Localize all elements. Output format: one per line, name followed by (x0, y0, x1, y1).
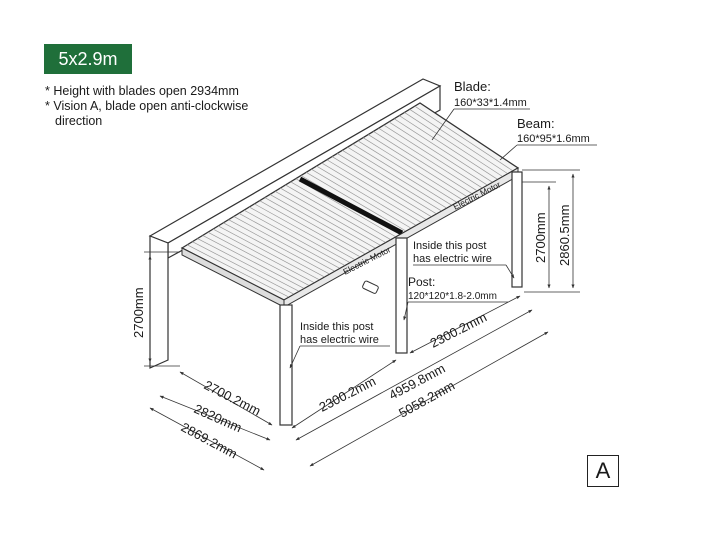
blade-line (368, 134, 468, 197)
blade-line (305, 172, 407, 232)
beam-label: Beam: (517, 116, 555, 131)
blade-line (264, 197, 366, 255)
remote-icon (362, 280, 379, 294)
post-right (511, 171, 523, 288)
dim-wall-height: 2700mm (131, 251, 180, 367)
svg-text:2860.5mm: 2860.5mm (557, 205, 572, 266)
blade-line (254, 203, 356, 261)
blade-line (347, 146, 447, 209)
blade-line (259, 200, 361, 258)
beam-label-group: Beam: 160*95*1.6mm (499, 116, 597, 161)
notes: * Height with blades open 2934mm * Visio… (45, 84, 248, 129)
blade-line (352, 143, 453, 206)
post-wire-note-left: Inside this post has electric wire (289, 321, 390, 369)
blade-label: Blade: (454, 79, 491, 94)
note-vision-cont: direction (55, 114, 103, 128)
svg-text:Inside this post: Inside this post (413, 240, 486, 252)
blade-line (378, 127, 478, 192)
blade-spec: 160*33*1.4mm (454, 97, 527, 109)
blade-line (321, 162, 422, 223)
post-label: Post: (408, 275, 435, 289)
blade-line (197, 238, 300, 292)
blade-line (290, 181, 392, 241)
svg-text:2300.2mm: 2300.2mm (317, 373, 379, 414)
blade-line (202, 235, 305, 289)
blade-line (388, 121, 488, 186)
svg-text:2700mm: 2700mm (131, 287, 146, 338)
note-vision: * Vision A, blade open anti-clockwise (45, 99, 249, 113)
blade-line (342, 149, 442, 212)
blade-line (192, 241, 295, 295)
blade-label-group: Blade: 160*33*1.4mm (431, 79, 530, 141)
posts (279, 171, 523, 426)
blade-line (212, 228, 315, 284)
svg-text:has electric wire: has electric wire (300, 334, 379, 346)
beam-spec: 160*95*1.6mm (517, 133, 590, 145)
blade-line (357, 140, 458, 203)
blade-line (233, 216, 336, 272)
blade-line (393, 118, 493, 183)
blade-line (274, 190, 376, 249)
blade-line (373, 131, 473, 195)
blade-line (337, 153, 437, 215)
post-middle (395, 237, 408, 354)
post-front-left (279, 304, 293, 426)
blade-line (249, 206, 351, 264)
blade-line (414, 105, 514, 172)
blade-line (316, 165, 417, 226)
blade-line (238, 213, 341, 269)
blade-line (285, 184, 386, 243)
blade-line (207, 231, 310, 286)
svg-text:2300.2mm: 2300.2mm (428, 309, 490, 350)
vision-box: A (587, 455, 619, 487)
blade-line (409, 109, 509, 175)
svg-text:has electric wire: has electric wire (413, 253, 492, 265)
blade-line (326, 159, 427, 220)
blade-line (280, 187, 381, 246)
svg-text:2700mm: 2700mm (533, 212, 548, 263)
post-wire-note-right: Inside this post has electric wire (413, 240, 515, 279)
blade-line (331, 156, 432, 218)
blade-line (228, 219, 330, 275)
blade-line (362, 137, 463, 200)
blade-line (383, 124, 483, 189)
note-height: * Height with blades open 2934mm (45, 84, 239, 98)
blade-line (311, 168, 412, 229)
blade-line (269, 194, 371, 252)
center-beam (298, 176, 404, 236)
blade-line (218, 225, 320, 281)
blade-line (404, 112, 503, 177)
svg-text:Inside this post: Inside this post (300, 321, 373, 333)
dim-depths: 2700.2mm 2820mm 2869.2mm (149, 371, 273, 471)
blade-line (399, 115, 498, 180)
blade-line (187, 244, 290, 298)
blade-line (223, 222, 325, 278)
post-label-group: Post: 120*120*1.8-2.0mm (403, 275, 508, 321)
blade-line (243, 209, 346, 266)
post-spec: 120*120*1.8-2.0mm (408, 291, 497, 302)
dim-right-heights: 2700mm 2860.5mm (522, 169, 580, 293)
size-badge: 5x2.9m (44, 44, 132, 74)
